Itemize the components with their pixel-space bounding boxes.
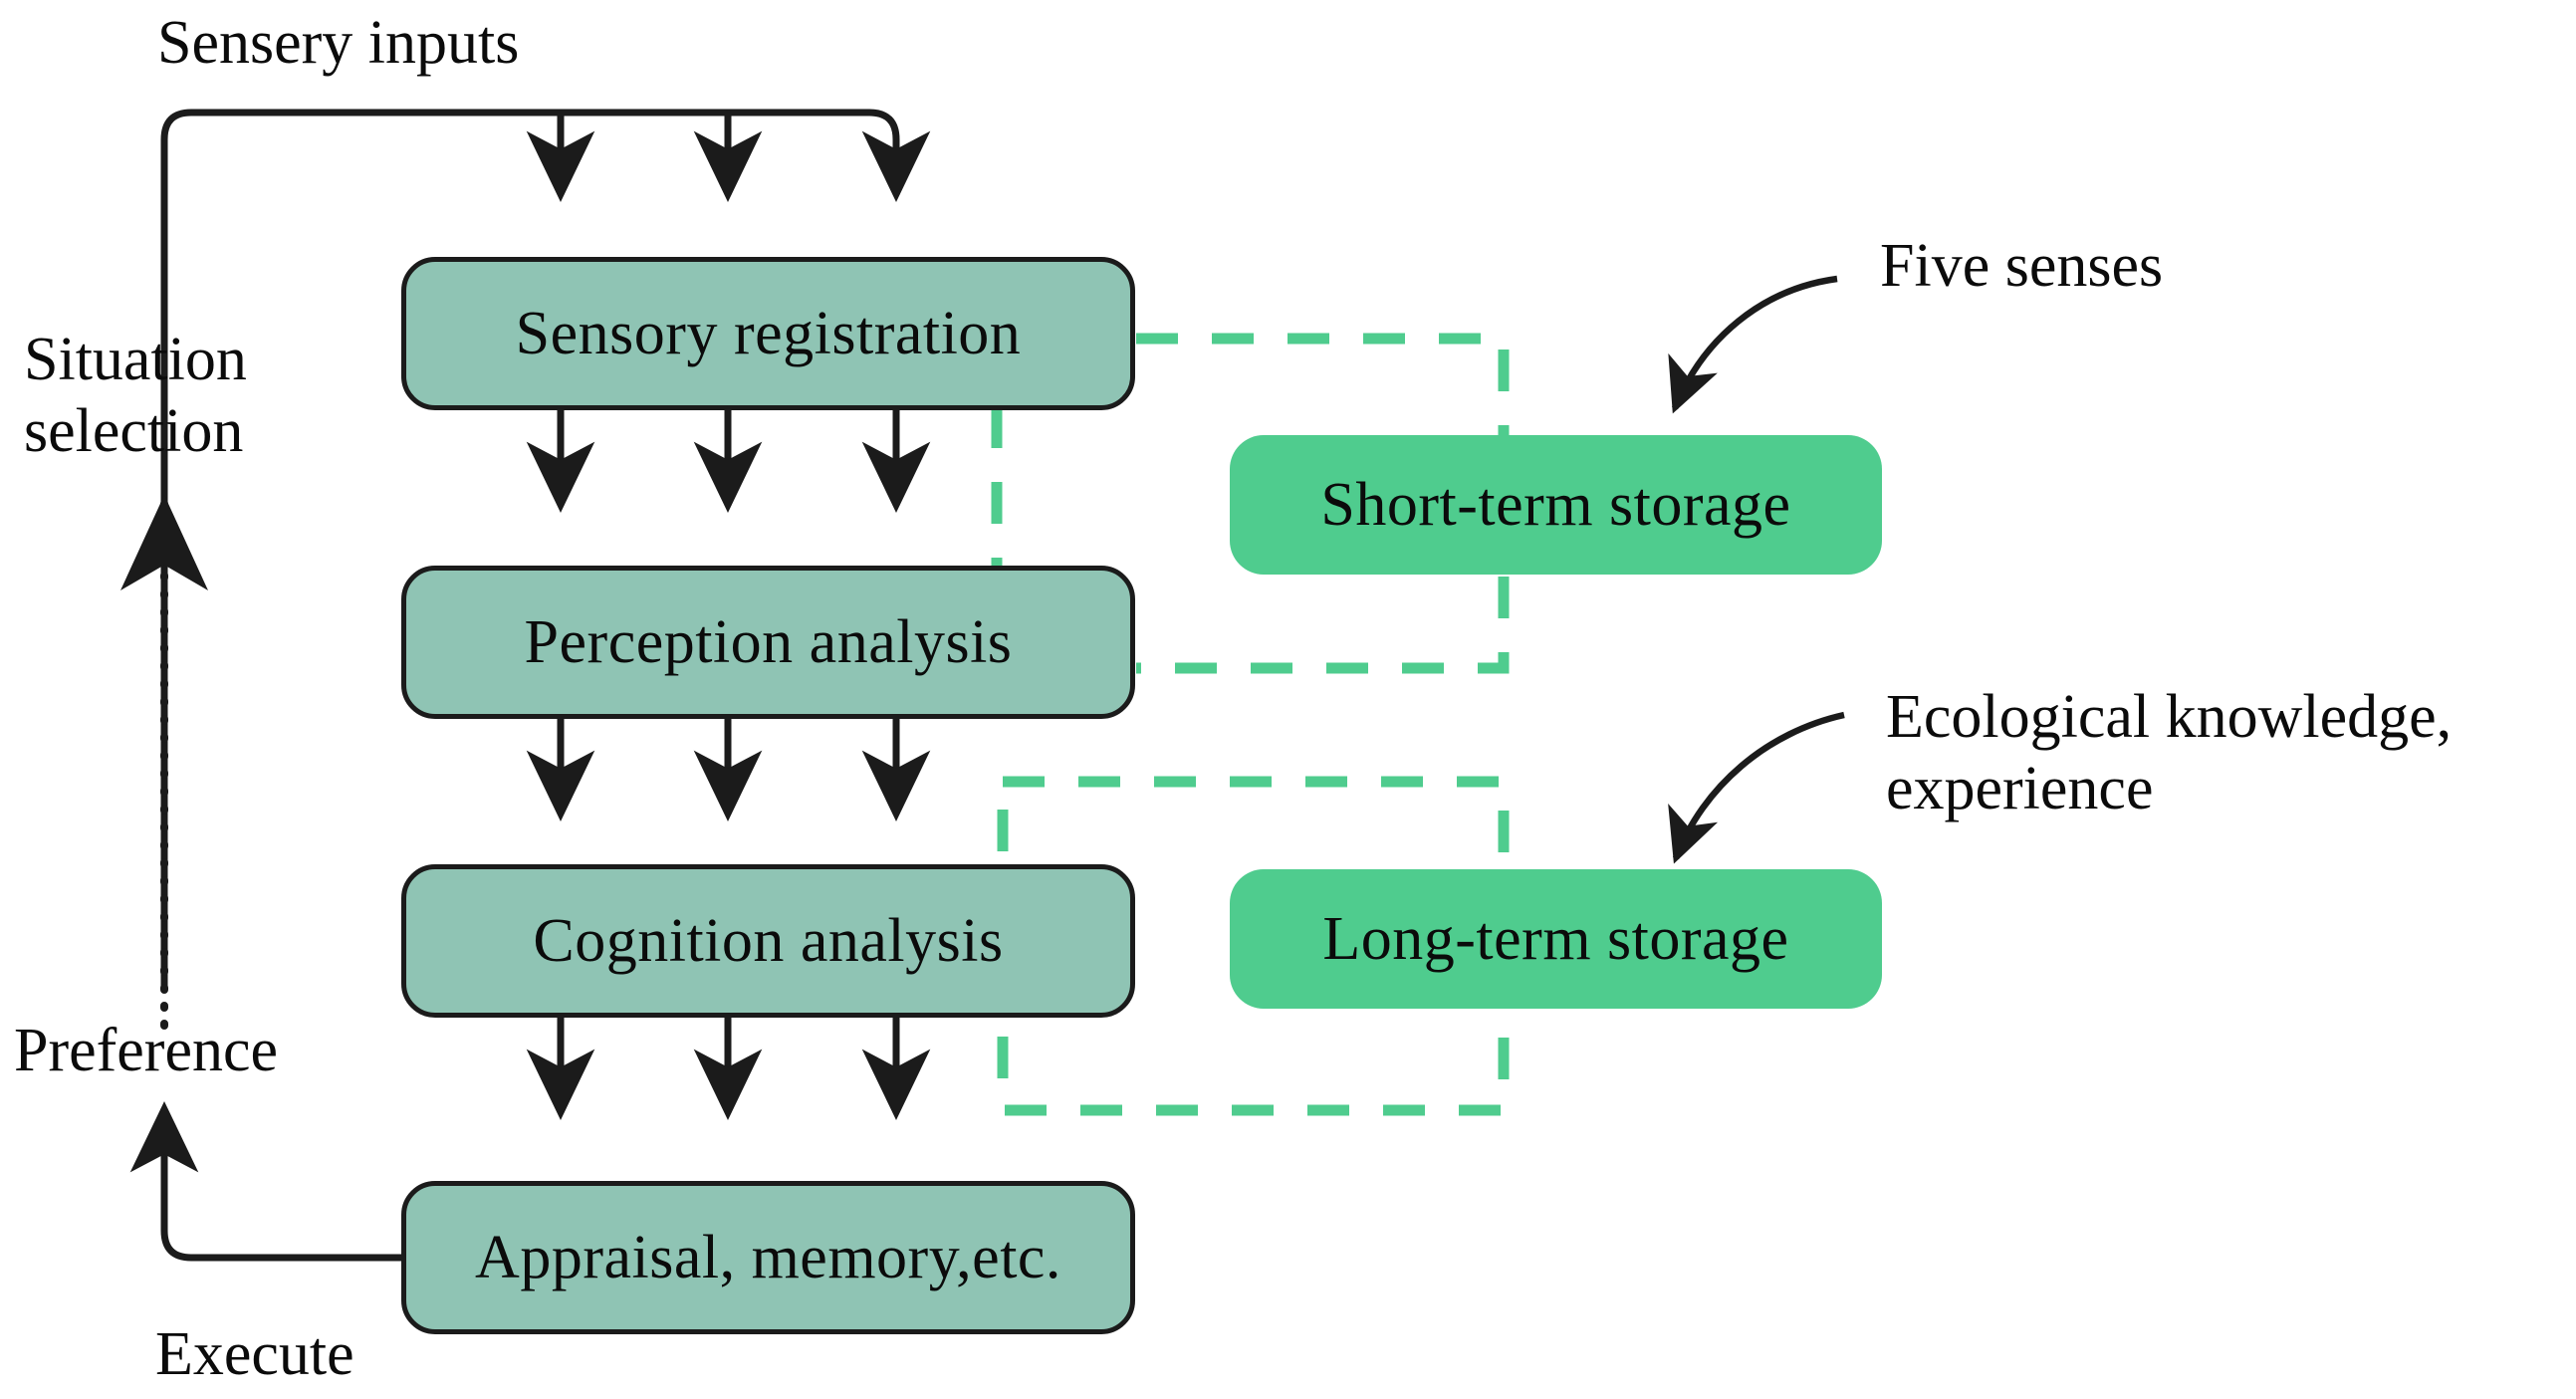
arrows-registration-to-perception	[526, 410, 931, 514]
five-senses-pointer	[1668, 275, 1838, 414]
node-label: Appraisal, memory,etc.	[475, 1223, 1061, 1291]
sensory-input-bus	[160, 109, 931, 986]
arrows-perception-to-cognition	[526, 719, 931, 822]
node-short-term-storage[interactable]: Short-term storage	[1230, 435, 1882, 575]
node-label: Sensory registration	[515, 299, 1022, 367]
caption-line-2: experience	[1886, 754, 2154, 822]
caption-sensery-inputs: Sensery inputs	[157, 9, 520, 77]
caption-situation-selection: Situation selection	[24, 325, 352, 468]
caption-line-2: selection	[24, 396, 244, 465]
ecological-knowledge-pointer	[1668, 711, 1845, 864]
caption-ecological-knowledge: Ecological knowledge, experience	[1886, 682, 2563, 825]
node-label: Long-term storage	[1322, 904, 1789, 973]
node-sensory-registration[interactable]: Sensory registration	[401, 257, 1135, 410]
node-label: Perception analysis	[524, 607, 1013, 676]
node-label: Cognition analysis	[533, 906, 1004, 975]
node-label: Short-term storage	[1320, 470, 1791, 539]
caption-line-1: Situation	[24, 326, 247, 393]
caption-preference: Preference	[14, 1017, 279, 1084]
node-perception-analysis[interactable]: Perception analysis	[401, 566, 1135, 719]
caption-line-1: Ecological knowledge,	[1886, 683, 2453, 751]
node-cognition-analysis[interactable]: Cognition analysis	[401, 864, 1135, 1018]
node-appraisal-memory[interactable]: Appraisal, memory,etc.	[401, 1181, 1135, 1334]
arrows-cognition-to-appraisal	[526, 1018, 931, 1121]
caption-execute: Execute	[155, 1320, 354, 1388]
execute-feedback-path	[129, 1100, 402, 1262]
caption-five-senses: Five senses	[1880, 232, 2164, 300]
node-long-term-storage[interactable]: Long-term storage	[1230, 869, 1882, 1009]
